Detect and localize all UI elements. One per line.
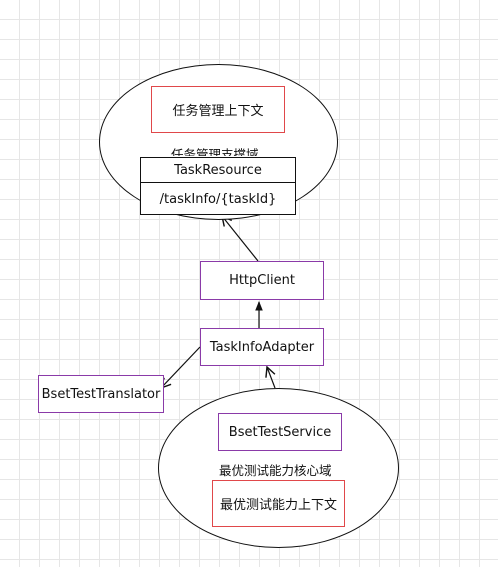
translator-label: BsetTestTranslator bbox=[41, 386, 161, 402]
bset-test-service-box: BsetTestService bbox=[218, 413, 342, 451]
task-resource-class: TaskResource /taskInfo/{taskId} bbox=[140, 157, 296, 215]
core-context-box: 最优测试能力上下文 bbox=[212, 480, 345, 527]
task-context-box: 任务管理上下文 bbox=[151, 86, 285, 133]
edge-adapter-to-translator bbox=[161, 346, 201, 388]
task-domain-label: 任务管理支撑域 bbox=[171, 147, 259, 156]
task-resource-endpoint: /taskInfo/{taskId} bbox=[159, 191, 277, 207]
bset-test-service-label: BsetTestService bbox=[228, 424, 332, 440]
http-client-label: HttpClient bbox=[229, 273, 295, 288]
edge-httpclient-to-taskresource bbox=[222, 216, 259, 262]
task-context-label: 任务管理上下文 bbox=[172, 104, 264, 119]
core-domain-label: 最优测试能力核心域 bbox=[219, 463, 332, 478]
translator-box: BsetTestTranslator bbox=[38, 375, 164, 413]
task-info-adapter-label: TaskInfoAdapter bbox=[209, 339, 315, 355]
task-resource-title: TaskResource bbox=[141, 158, 295, 183]
core-context-label: 最优测试能力上下文 bbox=[219, 498, 337, 513]
task-info-adapter-box: TaskInfoAdapter bbox=[200, 328, 324, 366]
edge-core-to-adapter bbox=[267, 367, 276, 389]
http-client-box: HttpClient bbox=[200, 261, 324, 300]
